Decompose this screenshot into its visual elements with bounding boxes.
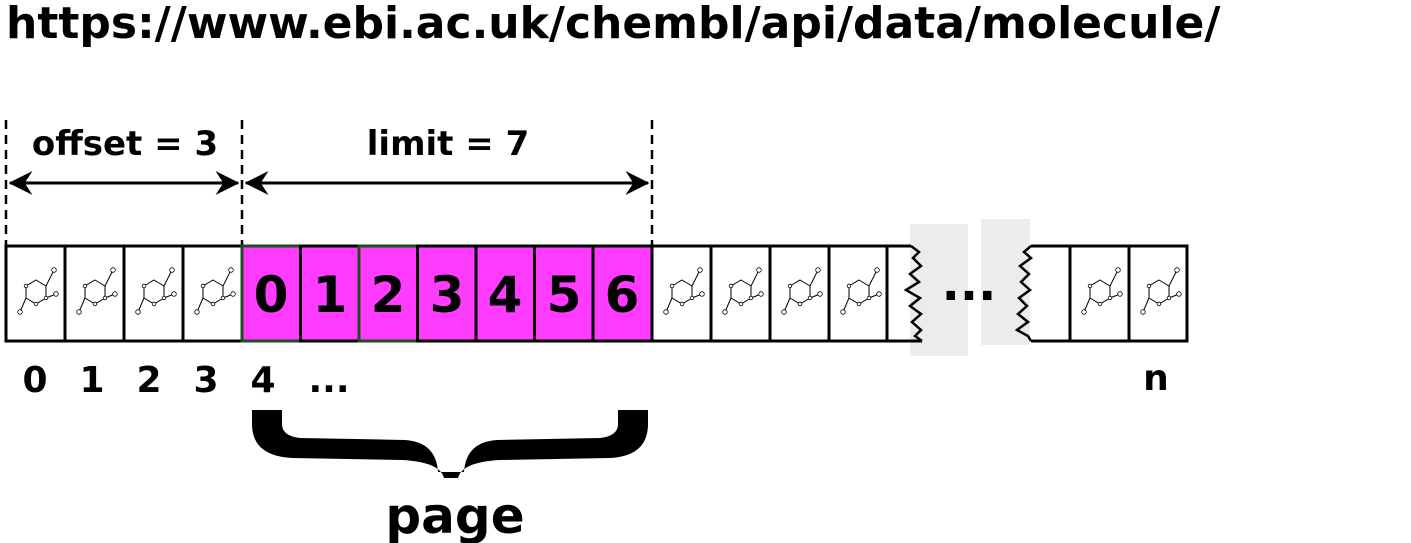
page-cell [591,244,654,343]
zigzag-break-left [903,245,923,343]
final-cells [1068,244,1189,343]
page-label: page [385,487,524,543]
ellipsis-gap: ... [942,256,997,312]
page-index-5: 5 [547,266,582,324]
gap-shade-left [910,224,968,356]
truncated-section: ... [887,219,1070,356]
page-index-6: 6 [605,266,640,324]
offset-cells [4,244,244,343]
record-index-4: 4 [250,360,275,401]
page-index-3: 3 [430,266,465,324]
page-cell [240,244,302,343]
page-index-1: 1 [313,266,348,324]
record-indices: 0 1 2 3 4 ... n [22,358,1168,401]
trailing-cells [650,244,889,343]
record-index-1: 1 [79,360,104,401]
page-cell [357,244,419,343]
page-index-0: 0 [254,266,289,324]
record-index-3: 3 [193,360,218,401]
page-index-4: 4 [488,266,523,324]
api-url: https://www.ebi.ac.uk/chembl/api/data/mo… [6,0,1221,49]
page-cells: 0 1 2 3 4 5 6 [240,244,654,343]
record-index-2: 2 [136,360,161,401]
record-index-ellipsis: ... [308,360,349,401]
zigzag-break-right [1014,245,1034,342]
offset-label: offset = 3 [32,124,218,164]
page-index-2: 2 [371,266,406,324]
record-index-0: 0 [22,360,47,401]
page-brace [252,410,648,478]
limit-label: limit = 7 [367,124,529,164]
record-index-n: n [1143,358,1169,399]
